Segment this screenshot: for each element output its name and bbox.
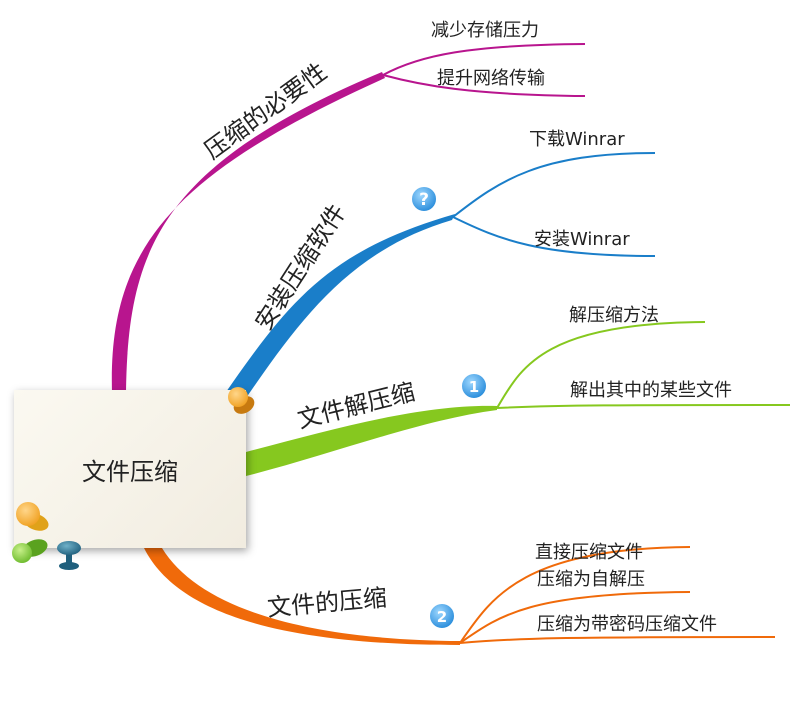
svg-text:2: 2	[437, 608, 447, 626]
green-pin-icon	[12, 539, 48, 563]
svg-text:1: 1	[469, 378, 479, 396]
leaf-password-archive[interactable]: 压缩为带密码压缩文件	[537, 614, 717, 635]
leaf-download-winrar[interactable]: 下载Winrar	[529, 129, 625, 150]
branch-decompress-sub-2	[496, 404, 791, 409]
branch-compress-sub-3	[459, 636, 776, 644]
yellow-pin-icon	[16, 502, 49, 531]
leaf-improve-network[interactable]: 提升网络传输	[437, 68, 545, 89]
branch-install-trunk	[226, 214, 455, 398]
branch-compress-trunk	[144, 548, 460, 645]
branch-install-sub-1	[452, 152, 656, 218]
orange-pin-icon	[228, 387, 255, 414]
branch-necessity-sub-1	[382, 43, 586, 76]
leaf-reduce-storage[interactable]: 减少存储压力	[431, 20, 539, 41]
branch-install-sub-2	[452, 216, 656, 257]
branch-necessity-sub-2	[382, 74, 586, 97]
leaf-extract-some-files[interactable]: 解出其中的某些文件	[570, 380, 732, 401]
priority-2-icon: 2	[428, 602, 456, 630]
leaf-self-extracting[interactable]: 压缩为自解压	[537, 569, 645, 590]
branch-compress-sub-2	[459, 591, 691, 644]
central-topic-label: 文件压缩	[82, 457, 178, 486]
branch-compress-sub-1	[459, 546, 691, 644]
branch-decompress-trunk	[246, 405, 497, 476]
branch-decompress-sub-1	[496, 321, 706, 409]
central-topic[interactable]: 文件压缩	[14, 390, 246, 548]
svg-text:?: ?	[419, 190, 429, 210]
leaf-decompress-method[interactable]: 解压缩方法	[569, 305, 659, 326]
priority-1-icon: 1	[460, 372, 488, 400]
leaf-install-winrar[interactable]: 安装Winrar	[534, 229, 630, 250]
branch-compress[interactable]: 文件的压缩 2 直接压缩文件 压缩为自解压 压缩为带密码压缩文件	[144, 542, 776, 645]
question-icon: ?	[410, 185, 438, 213]
leaf-direct-compress[interactable]: 直接压缩文件	[535, 542, 643, 563]
teal-pin-icon	[57, 541, 81, 570]
